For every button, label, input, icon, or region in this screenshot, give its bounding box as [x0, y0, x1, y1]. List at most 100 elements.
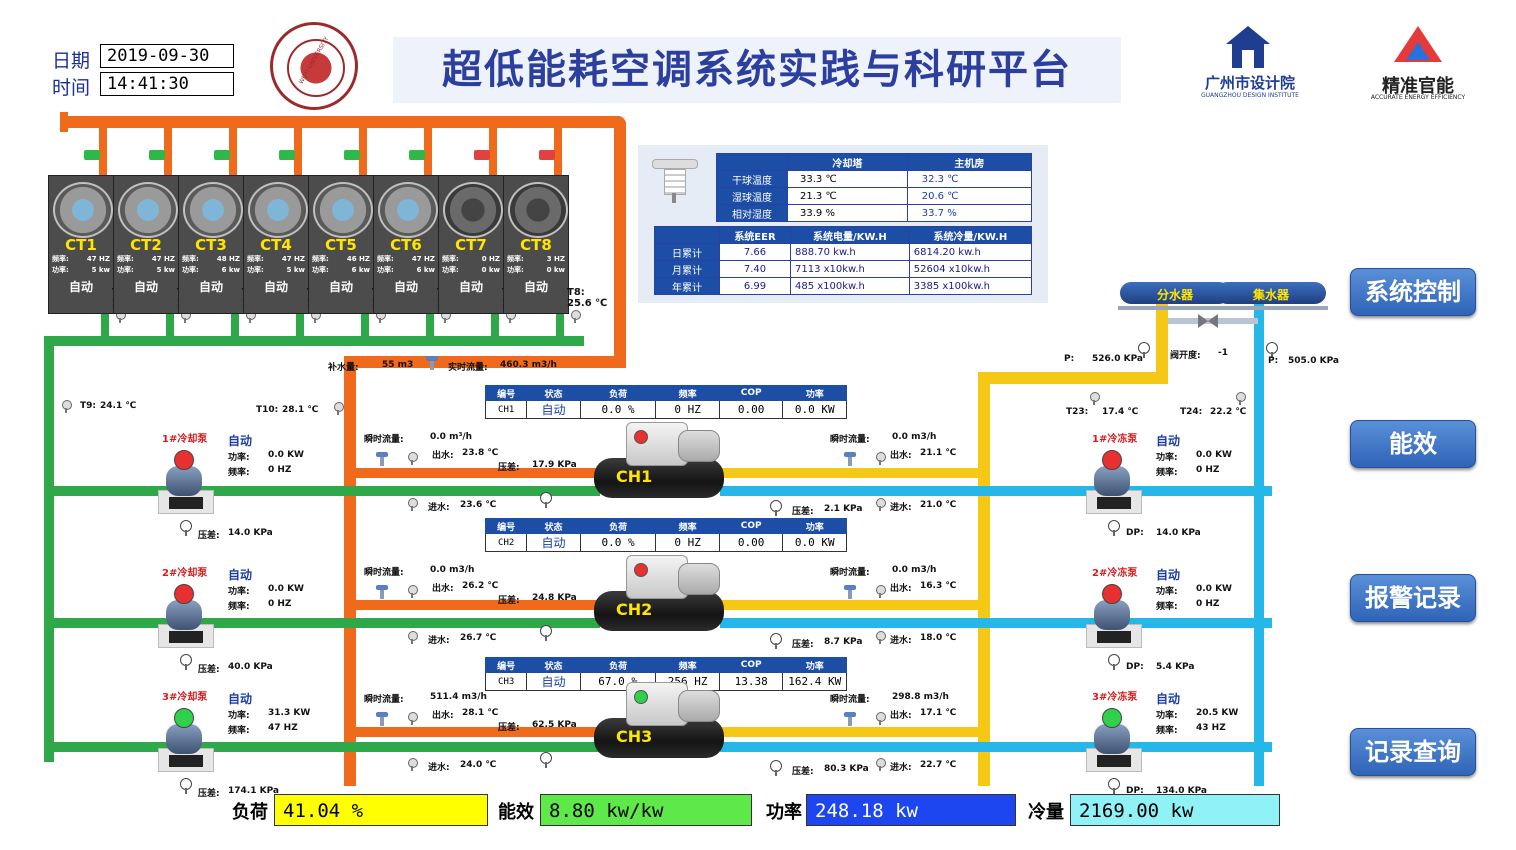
pump-dp-value: 134.0 KPa [1156, 786, 1208, 796]
pump-unit[interactable] [158, 584, 214, 648]
status-lamp-icon [1102, 450, 1122, 470]
system-control-button[interactable]: 系统控制 [1350, 268, 1476, 316]
pump-power-value: 0.0 KW [1196, 584, 1232, 594]
pump-power-value: 0.0 KW [268, 450, 304, 460]
cw-out-label: 出水: [432, 584, 454, 594]
chw-flow-value: 298.8 m3/h [892, 692, 949, 702]
pump-unit[interactable] [158, 450, 214, 514]
weather-cell: 20.6 ℃ [906, 187, 1033, 205]
pump-icon [1094, 724, 1130, 754]
thermometer-icon [876, 498, 886, 511]
chw-out-value: 21.1 ℃ [920, 448, 957, 458]
tower-mode: 自动 [523, 280, 548, 294]
thermometer-icon [876, 631, 886, 644]
chiller-table-header: 负荷 [579, 385, 657, 401]
thermometer-icon [571, 310, 581, 323]
pump-power-label: 功率: [1156, 711, 1178, 721]
pressure-gauge-icon [540, 625, 552, 641]
gzdi-logo-name: 广州市设计院 [1204, 74, 1295, 92]
energy-efficiency-button[interactable]: 能效 [1350, 420, 1476, 468]
energy-cell: 7.40 [719, 260, 791, 278]
pump-unit[interactable] [1086, 584, 1142, 648]
supply-header: 分水器 [1120, 282, 1230, 304]
chiller-table-header: 频率 [655, 518, 720, 534]
tower-mode: 自动 [328, 280, 353, 294]
tower-power-value: 5 kw [91, 266, 110, 274]
cw-out-value: 23.8 ℃ [462, 448, 499, 458]
tower-name: CT6 [390, 236, 422, 254]
t24-value: 22.2 ℃ [1210, 407, 1247, 417]
flow-meter-icon [376, 712, 388, 726]
pump-freq-value: 0 HZ [1196, 465, 1220, 475]
chiller-unit[interactable]: CH3 [590, 680, 730, 760]
cw-in-label: 进水: [428, 503, 450, 513]
t24-label: T24: [1180, 407, 1203, 417]
tower-freq-label: 频率: [247, 255, 264, 263]
fan-icon [508, 182, 568, 238]
chiller-status: 自动 [526, 533, 581, 552]
tower-freq-label: 频率: [182, 255, 199, 263]
record-query-button[interactable]: 记录查询 [1350, 728, 1476, 776]
tower-name: CT2 [130, 236, 162, 254]
tower-name: CT5 [325, 236, 357, 254]
fan-icon [378, 182, 438, 238]
aee-logo: 精准官能 ACCURATE ENERGY EFFICIENCY [1356, 26, 1480, 102]
date-label: 日期 [52, 50, 91, 72]
thermometer-icon [1236, 392, 1246, 405]
pump-freq-label: 频率: [228, 602, 250, 612]
chiller-unit[interactable]: CH1 [590, 420, 730, 500]
tower-freq-row: 频率: 47 HZ [52, 254, 110, 265]
efficiency-label: 能效 [498, 802, 534, 823]
tower-freq-value: 3 HZ [546, 255, 565, 263]
tower-freq-row: 频率:47 HZ [377, 254, 435, 265]
pump-unit[interactable] [1086, 450, 1142, 514]
pump-dp-label: 压差: [198, 531, 220, 541]
chiller-load: 0.0 % [579, 400, 657, 419]
pump-freq-value: 43 HZ [1196, 723, 1226, 733]
tower-power-label: 功率: [507, 266, 524, 274]
weather-station-icon [652, 159, 698, 203]
tower-freq-label: 频率: [52, 255, 69, 263]
tower-power-row: 功率:0 kw [507, 265, 565, 276]
energy-cell: 6.99 [719, 277, 791, 295]
energy-cell: 6814.20 kw.h [908, 243, 1033, 261]
chw-dp-label: 压差: [792, 507, 814, 517]
chiller-table-header: 频率 [655, 657, 720, 673]
tower-power-row: 功率:6 kw [182, 265, 240, 276]
tower-temp-label: T8: [567, 287, 585, 298]
tower-power-value: 6 kw [351, 266, 370, 274]
tower-power-row: 功率:6 kw [377, 265, 435, 276]
pressure-gauge-icon [770, 633, 782, 649]
compressor-icon [678, 563, 720, 595]
alarm-records-button[interactable]: 报警记录 [1350, 574, 1476, 622]
energy-cell: 485 x100kw.h [790, 277, 910, 295]
energy-header-cool: 系统冷量/KW.H [908, 226, 1033, 244]
return-header-label: 集水器 [1252, 288, 1289, 302]
tower-freq-row: 频率:48 HZ [182, 254, 240, 265]
chiller-table-header: COP [718, 518, 784, 534]
tower-power-value: 5 kw [286, 266, 305, 274]
tower-freq-value: 47 HZ [86, 255, 110, 263]
cw-in-value: 23.6 ℃ [460, 500, 497, 510]
pump-freq-value: 0 HZ [1196, 599, 1220, 609]
valve-opening-value: -1 [1218, 348, 1228, 358]
weather-cell: 33.9 % [787, 204, 908, 222]
pump-unit[interactable] [1086, 708, 1142, 772]
tower-name: CT8 [520, 236, 552, 254]
pump-unit[interactable] [158, 708, 214, 772]
chiller-unit[interactable]: CH2 [590, 553, 730, 633]
fan-icon [443, 182, 503, 238]
chiller-status: 自动 [526, 400, 581, 419]
